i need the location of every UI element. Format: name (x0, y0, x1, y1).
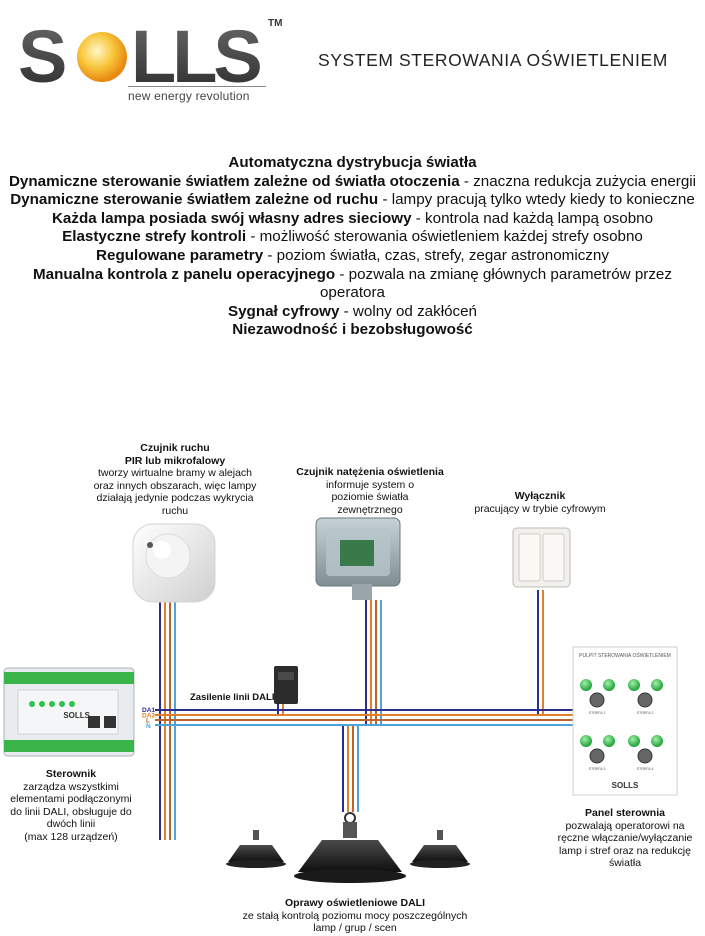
feature-title: Dynamiczne sterowanie światłem zależne o… (8, 172, 460, 190)
page-title: SYSTEM STEROWANIA OŚWIETLENIEM (318, 50, 668, 70)
panel-brand: SOLLS (612, 781, 639, 790)
luminaire-wires (342, 724, 359, 812)
light-sensor-caption: Czujnik natężenia oświetlenia informuje … (296, 466, 444, 516)
switch-device (512, 527, 571, 588)
bus-label-da1: DA1 (142, 707, 155, 714)
feature-desc: - znaczna redukcja zużycia energii (459, 172, 697, 190)
feature-title: Regulowane parametry (96, 246, 264, 264)
feature-title: Manualna kontrola z panelu operacyjnego (33, 265, 336, 283)
light-sensor-wires (365, 600, 382, 724)
tagline-underline (128, 86, 266, 87)
feature-desc: - wolny od zakłóceń (339, 302, 478, 320)
feature-title: Automatyczna dystrybucja światła (228, 154, 477, 171)
light-sensor-device (315, 517, 401, 600)
luminaire-small-left (226, 830, 286, 868)
feature-title: Elastyczne strefy kontroli (62, 228, 247, 246)
feature-item: Elastyczne strefy kontroli - możliwość s… (0, 228, 705, 247)
bus-label-n: N (146, 723, 151, 730)
bus-labels: DA1 DA2 L N (142, 707, 155, 730)
luminaires-caption: Oprawy oświetleniowe DALI ze stałą kontr… (242, 897, 468, 934)
controller-device-label: SOLLS (63, 711, 90, 720)
svg-text:S: S (18, 16, 65, 94)
power-supply-device (274, 666, 298, 704)
solls-logo: S LLS (18, 16, 264, 94)
trademark-mark: TM (268, 18, 283, 29)
luminaire-small-right (410, 830, 470, 868)
feature-item: Niezawodność i bezobsługowość (0, 321, 705, 340)
feature-desc: - poziom światła, czas, strefy, zegar as… (263, 246, 609, 264)
feature-desc: - lampy pracują tylko wtedy kiedy to kon… (378, 191, 695, 209)
panel-zone-1: STREFA 1 (589, 711, 606, 715)
sun-icon (77, 32, 127, 82)
panel-title: PULPIT STEROWANIA OŚWIETLENIEM (579, 651, 671, 659)
switch-wires (537, 590, 544, 715)
feature-title: Każda lampa posiada swój własny adres si… (51, 209, 412, 227)
luminaire-large-center (294, 812, 406, 883)
motion-sensor-device (132, 523, 216, 603)
feature-title: Sygnał cyfrowy (227, 302, 340, 320)
feature-desc: - możliwość sterowania oświetleniem każd… (246, 228, 643, 246)
feature-item: Manualna kontrola z panelu operacyjnego … (0, 266, 705, 303)
bus-label-da2: DA2 (142, 713, 155, 720)
panel-buttons (580, 679, 663, 764)
bus-label-l: L (146, 718, 150, 725)
power-supply-label: Zasilenie linii DALI (190, 692, 274, 703)
feature-desc: - pozwala na zmianę głównych parametrów … (319, 265, 672, 302)
feature-title: Niezawodność i bezobsługowość (232, 321, 473, 339)
svg-text:LLS: LLS (131, 16, 260, 94)
feature-item: Automatyczna dystrybucja światła (0, 154, 705, 173)
panel-zone-2: STREFA 2 (637, 711, 654, 715)
feature-item: Dynamiczne sterowanie światłem zależne o… (0, 173, 705, 192)
dali-bus (155, 709, 580, 726)
panel-zone-4: STREFA 4 (637, 767, 654, 771)
feature-title: Dynamiczne sterowanie światłem zależne o… (10, 191, 379, 209)
control-panel-caption: Panel sterownia pozwalają operatorowi na… (557, 807, 693, 869)
feature-item: Sygnał cyfrowy - wolny od zakłóceń (0, 303, 705, 322)
feature-item: Każda lampa posiada swój własny adres si… (0, 210, 705, 229)
controller-caption: Sterownik zarządza wszystkimi elementami… (10, 768, 132, 843)
feature-desc: - kontrola nad każdą lampą osobno (411, 209, 654, 227)
motion-sensor-caption: Czujnik ruchu PIR lub mikrofalowy tworzy… (93, 442, 257, 517)
feature-item: Dynamiczne sterowanie światłem zależne o… (0, 191, 705, 210)
panel-zone-3: STREFA 3 (589, 767, 606, 771)
control-panel-device (572, 646, 678, 796)
controller-device (3, 667, 135, 757)
switch-caption: Wyłącznik pracujący w trybie cyfrowym (474, 490, 606, 515)
tagline: new energy revolution (128, 89, 250, 103)
feature-item: Regulowane parametry - poziom światła, c… (0, 247, 705, 266)
